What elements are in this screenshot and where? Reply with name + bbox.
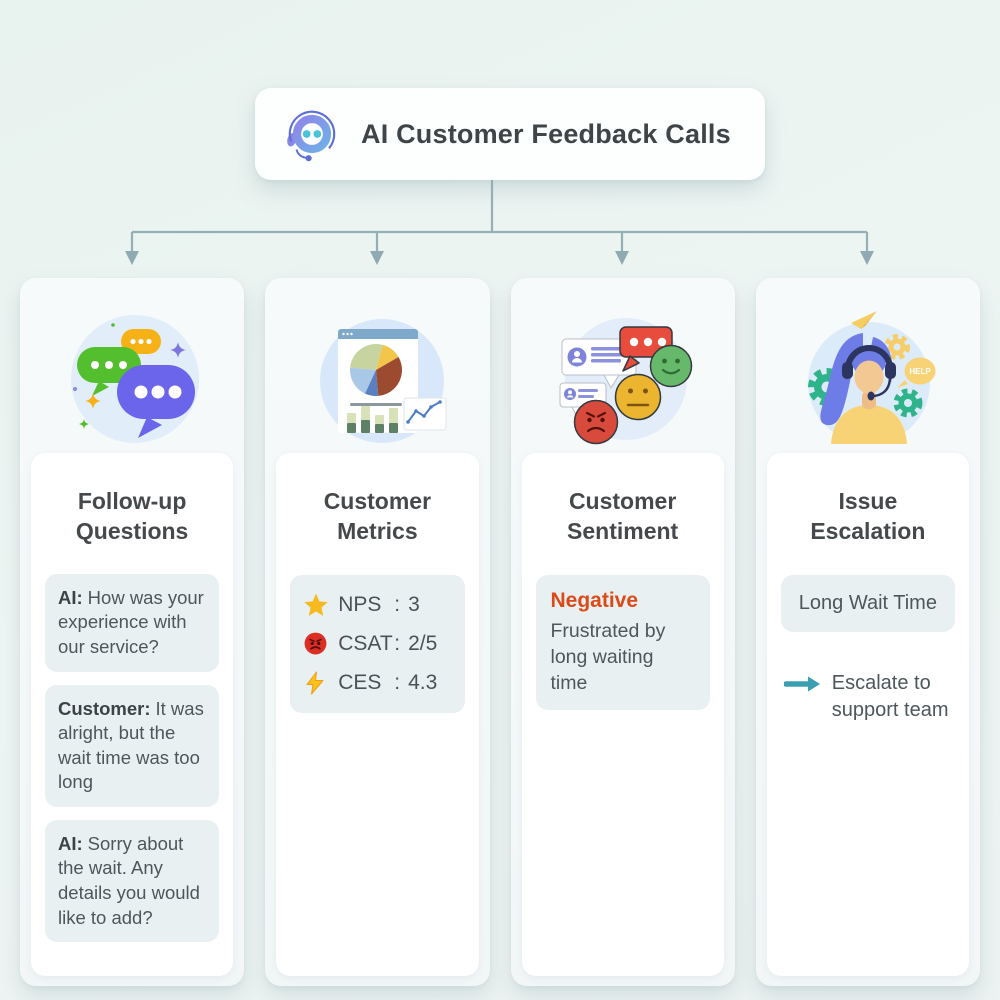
connector-lines: [125, 180, 874, 265]
header-card: AI Customer Feedback Calls: [255, 88, 765, 180]
metric-value: 3: [408, 592, 420, 616]
arrow-down-icon: [860, 251, 874, 265]
card-panel: Follow-up Questions AI:How was your expe…: [31, 453, 234, 976]
metrics-box: NPS:3 CSAT:2/5: [290, 574, 465, 713]
robot-headset-icon: [287, 110, 336, 162]
metric-row-ces: CES:4.3: [303, 670, 451, 696]
star-icon: [303, 592, 329, 618]
card-issue-escalation: HELP Issue Escalation Long Wait Time Esc…: [755, 278, 980, 986]
card-title: Follow-up Questions: [75, 488, 189, 545]
chat-bubbles-illustration: [31, 303, 233, 453]
support-agent-illustration: HELP: [767, 303, 969, 453]
analytics-dashboard-illustration: [276, 303, 478, 453]
message-list: AI:How was your experience with our serv…: [45, 573, 220, 943]
lightning-bolt-icon: [303, 670, 329, 696]
chat-message: Customer:It was alright, but the wait ti…: [45, 684, 220, 807]
help-bubble-text: HELP: [909, 367, 931, 376]
escalate-arrow-icon: [783, 674, 822, 725]
paper-plane-icon: [850, 311, 877, 329]
card-title: Customer Sentiment: [567, 488, 679, 545]
sentiment-faces-illustration: [522, 303, 724, 453]
metric-label: CES: [338, 670, 382, 694]
metric-value: 4.3: [408, 670, 438, 694]
card-follow-up-questions: Follow-up Questions AI:How was your expe…: [20, 278, 245, 986]
speaker-label: AI:: [58, 832, 83, 854]
gear-icon: [883, 334, 910, 360]
sentiment-label: Negative: [550, 588, 639, 612]
action-text: Escalate to support team: [831, 671, 949, 722]
chat-message: AI:Sorry about the wait. Any details you…: [45, 819, 220, 943]
message-text: It was alright, but the wait time was to…: [58, 697, 204, 793]
metric-label: NPS: [338, 592, 382, 616]
card-panel: Issue Escalation Long Wait Time Escalate…: [766, 453, 969, 976]
card-panel: Customer Metrics NPS:3: [276, 453, 479, 976]
speaker-label: AI:: [58, 586, 83, 608]
escalation-action: Escalate to support team: [781, 670, 955, 725]
card-customer-metrics: Customer Metrics NPS:3: [265, 278, 490, 986]
metric-colon: :: [394, 592, 401, 616]
metric-value: 2/5: [408, 631, 438, 655]
metric-row-csat: CSAT:2/5: [303, 631, 451, 657]
issue-box: Long Wait Time: [780, 574, 955, 632]
card-customer-sentiment: Customer Sentiment Negative Frustrated b…: [510, 278, 735, 986]
card-panel: Customer Sentiment Negative Frustrated b…: [521, 453, 724, 976]
card-title: Customer Metrics: [323, 488, 432, 545]
angry-face-icon: [303, 631, 329, 657]
metric-label: CSAT: [338, 631, 393, 655]
gear-icon: [893, 388, 923, 418]
page-title: AI Customer Feedback Calls: [361, 118, 731, 149]
sentiment-description: Frustrated by long waiting time: [550, 619, 666, 694]
message-text: How was your experience with our service…: [58, 586, 204, 657]
branch-cards-row: Follow-up Questions AI:How was your expe…: [20, 278, 980, 986]
arrow-down-icon: [370, 251, 384, 265]
message-text: Sorry about the wait. Any details you wo…: [58, 832, 200, 928]
card-title: Issue Escalation: [810, 488, 926, 545]
metric-colon: :: [394, 670, 401, 694]
sentiment-box: Negative Frustrated by long waiting time: [535, 574, 710, 711]
arrow-down-icon: [615, 251, 629, 265]
chat-message: AI:How was your experience with our serv…: [45, 573, 220, 672]
speaker-label: Customer:: [58, 697, 151, 719]
metric-colon: :: [394, 631, 401, 655]
arrow-down-icon: [125, 251, 139, 265]
metric-row-nps: NPS:3: [303, 592, 451, 618]
